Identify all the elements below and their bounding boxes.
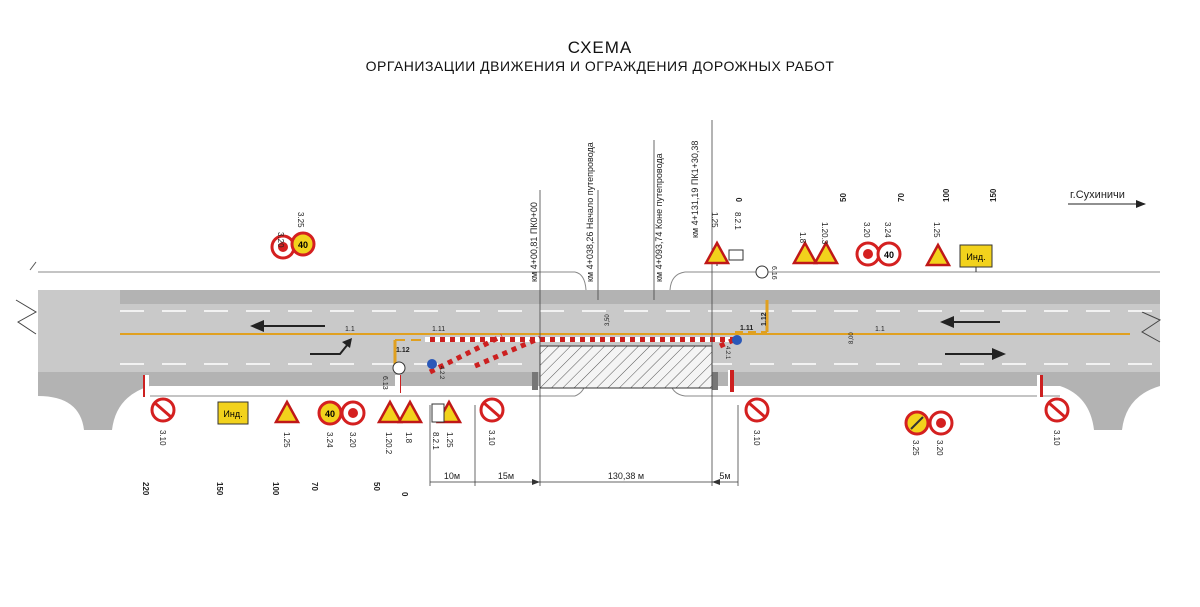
- road-mark-label: 1.12: [761, 312, 768, 326]
- distance-label: 70: [310, 482, 319, 491]
- shoulder-top: [120, 290, 1160, 304]
- road-mark-label: 1.12: [396, 347, 410, 354]
- distance-label: 220: [141, 482, 150, 496]
- sign-aux-label: 6.16: [770, 266, 777, 280]
- sign-code-label: 8.2.1: [733, 212, 742, 230]
- barrier-taper-2: [474, 335, 541, 369]
- sign-code-label: 3.10: [487, 430, 496, 446]
- warning-lamp-icon: [732, 335, 742, 345]
- distance-label: 100: [942, 188, 951, 202]
- distance-label: 70: [897, 193, 906, 202]
- warning-lamp-icon: [427, 359, 437, 369]
- distance-label: 50: [839, 193, 848, 202]
- sign-code-label: 3.24: [883, 222, 892, 238]
- sign-code-label: 1.25: [282, 432, 291, 448]
- svg-text:40: 40: [298, 240, 308, 250]
- chainage-label: км 4+00,81 ПК0+00: [529, 202, 539, 282]
- svg-text:40: 40: [884, 250, 894, 260]
- sign-code-label: 3.24: [325, 432, 334, 448]
- sign-code-label: 3.25: [911, 440, 920, 456]
- diagram-title: СХЕМА: [567, 38, 633, 57]
- sign-code-label: 1.25: [932, 222, 941, 238]
- svg-text:Инд.: Инд.: [223, 409, 242, 419]
- sign-code-label: 1.8: [798, 232, 807, 244]
- road-mark-label: 1.11: [740, 325, 753, 332]
- dimension-label: 5м: [719, 471, 730, 481]
- sign-code-label: 1.25: [710, 212, 719, 228]
- sign-code-label: 3.10: [752, 430, 761, 446]
- sign-code-label: 1.20.2: [384, 432, 393, 455]
- svg-text:Инд.: Инд.: [966, 252, 985, 262]
- barrier-taper-1: [428, 333, 504, 375]
- sign-code-label: 3.20: [276, 232, 285, 248]
- svg-text:40: 40: [325, 409, 335, 419]
- arrow-left-icon: [250, 320, 264, 332]
- sign-aux-label: 4.2.2: [438, 366, 444, 380]
- pier-right: [1060, 386, 1160, 430]
- pier-left: [38, 386, 150, 430]
- chainage-label: км 4+131,19 ПК1+30,38: [690, 141, 700, 238]
- arrow-turn-icon: [342, 338, 352, 348]
- sign-code-label: 3.20: [862, 222, 871, 238]
- barrier-main: [425, 337, 735, 342]
- direction-label: г.Сухиничи: [1070, 189, 1125, 201]
- sign-code-label: 1.25: [445, 432, 454, 448]
- sign-code-label: 1.8: [404, 432, 413, 444]
- sign-code-label: 1.20.3: [820, 222, 829, 245]
- sign-code-label: 3.10: [1052, 430, 1061, 446]
- distance-label: 50: [372, 482, 381, 491]
- sign-code-label: 3.20: [935, 440, 944, 456]
- distance-label: 0: [735, 197, 744, 202]
- bottom-sign-group: Инд. 40: [150, 397, 1070, 436]
- chainage-label: км 4+038,26 Начало путепровода: [585, 142, 595, 282]
- distance-label: 0: [400, 492, 409, 497]
- top-sign-group: 40 40 Инд.: [270, 231, 993, 272]
- road-mark-label: 1.1: [875, 326, 885, 333]
- distance-label: 150: [215, 482, 224, 496]
- sign-code-label: 3.10: [158, 430, 167, 446]
- dimension-label: 130,38 м: [608, 471, 644, 481]
- road-mark-label: 8,00: [849, 332, 855, 344]
- distance-label: 150: [989, 188, 998, 202]
- sign-code-label: 3.25: [296, 212, 305, 228]
- work-zone: [539, 345, 713, 389]
- arrow-left-icon: [940, 316, 954, 328]
- sign-code-label: 8.2.1: [431, 432, 440, 450]
- road-mark-label: 3,50: [605, 314, 611, 326]
- dimension-label: 10м: [444, 471, 460, 481]
- dimension-label: 15м: [498, 471, 514, 481]
- road-mark-label: 1.11: [432, 326, 445, 333]
- sign-code-label: 3.20: [348, 432, 357, 448]
- chainage-label: км 4+093,74 Коне путепровода: [654, 153, 664, 282]
- distance-label: 100: [271, 482, 280, 496]
- diagram-subtitle: ОРГАНИЗАЦИИ ДВИЖЕНИЯ И ОГРАЖДЕНИЯ ДОРОЖН…: [365, 58, 835, 74]
- sign-aux-label: 6.13: [381, 376, 388, 390]
- road-mark-label: 1.1: [345, 326, 355, 333]
- arrow-right-icon: [992, 348, 1006, 360]
- sign-aux-label: 4.2.1: [724, 346, 730, 360]
